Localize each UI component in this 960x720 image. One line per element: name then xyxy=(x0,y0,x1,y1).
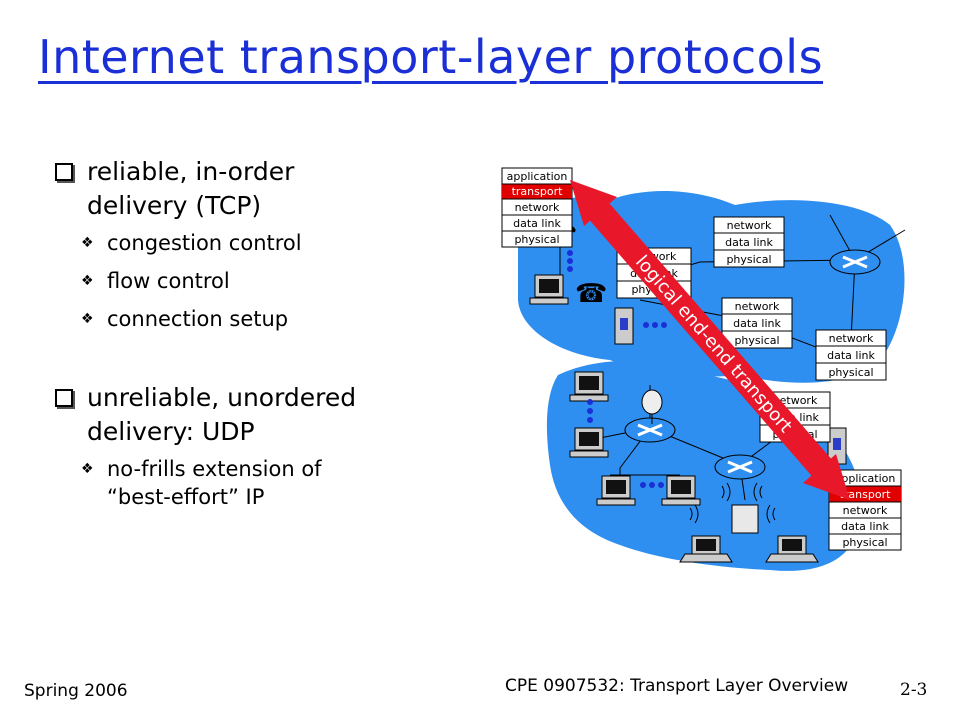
bullet-tcp: reliable, in-order delivery (TCP) xyxy=(55,155,455,223)
svg-text:physical: physical xyxy=(631,283,676,296)
svg-text:physical: physical xyxy=(828,366,873,379)
layer-network: network xyxy=(515,201,560,214)
computer-icon xyxy=(569,427,609,458)
svg-text:data link: data link xyxy=(725,236,773,249)
layer-transport: transport xyxy=(512,185,564,198)
sub-item: ❖flow control xyxy=(81,269,230,293)
svg-text:data link: data link xyxy=(733,317,781,330)
svg-text:network: network xyxy=(829,332,874,345)
bullet-udp-text: unreliable, unordered delivery: UDP xyxy=(87,383,357,446)
footer-page-number: 2-3 xyxy=(900,680,928,700)
logical-end-end-arrow: logical end-end transport xyxy=(570,180,850,500)
router-protocol-stack: network data link physical xyxy=(815,329,887,381)
router-protocol-stack: network data link physical xyxy=(616,247,692,299)
svg-text:network: network xyxy=(843,504,888,517)
satellite-dish-icon xyxy=(641,389,663,424)
svg-text:data link: data link xyxy=(827,349,875,362)
router-protocol-stack: network data link physical xyxy=(759,391,831,443)
svg-text:network: network xyxy=(632,250,677,263)
computer-icon xyxy=(569,371,609,402)
diamond-bullet-icon: ❖ xyxy=(81,461,94,477)
footer-date: Spring 2006 xyxy=(24,681,128,701)
server-icon xyxy=(827,427,847,465)
sub-item: ❖ no-frills extension of“best-effort” IP xyxy=(81,457,322,509)
network-cloud-lower xyxy=(546,360,861,571)
footer-course: CPE 0907532: Transport Layer Overview xyxy=(505,676,849,696)
svg-text:physical: physical xyxy=(772,428,817,441)
laptop-icon xyxy=(679,535,733,563)
svg-text:physical: physical xyxy=(842,536,887,549)
router-icon xyxy=(714,454,766,480)
svg-text:application: application xyxy=(835,472,896,485)
bullet-list: reliable, in-order delivery (TCP) ❖conge… xyxy=(55,155,455,521)
bullet-tcp-text: reliable, in-order delivery (TCP) xyxy=(87,157,295,220)
computer-icon xyxy=(661,475,701,506)
bullet-udp: unreliable, unordered delivery: UDP xyxy=(55,381,455,449)
udp-subitems: ❖ no-frills extension of“best-effort” IP xyxy=(55,455,455,511)
diamond-bullet-icon: ❖ xyxy=(81,311,94,327)
svg-text:data link: data link xyxy=(841,520,889,533)
computer-icon xyxy=(596,475,636,506)
telephone-icon: ☎ xyxy=(575,279,607,309)
router-protocol-stack: network data link physical xyxy=(713,216,785,268)
svg-text:physical: physical xyxy=(734,334,779,347)
base-station-icon xyxy=(731,504,759,534)
laptop-icon xyxy=(765,535,819,563)
layer-data-link: data link xyxy=(513,217,561,230)
diamond-bullet-icon: ❖ xyxy=(81,273,94,289)
svg-text:physical: physical xyxy=(726,253,771,266)
layer-application: application xyxy=(507,170,568,183)
network-cloud-upper xyxy=(518,190,905,383)
server-icon xyxy=(614,307,634,345)
diamond-bullet-icon: ❖ xyxy=(81,235,94,251)
svg-text:data link: data link xyxy=(630,267,678,280)
sub-item: ❖connection setup xyxy=(81,307,289,331)
router-icon xyxy=(829,249,881,275)
svg-text:transport: transport xyxy=(840,488,892,501)
router-protocol-stack: network data link physical xyxy=(721,297,793,349)
slide-title: Internet transport-layer protocols xyxy=(38,30,824,84)
arrow-label: logical end-end transport xyxy=(631,252,796,437)
host-protocol-stack-bottom: application transport network data link … xyxy=(828,469,902,551)
svg-text:network: network xyxy=(727,219,772,232)
svg-text:network: network xyxy=(735,300,780,313)
computer-icon xyxy=(529,274,569,305)
tcp-subitems: ❖congestion control ❖flow control ❖conne… xyxy=(55,229,455,333)
sub-item: ❖congestion control xyxy=(81,231,302,255)
checkbox-bullet-icon xyxy=(55,163,73,181)
wireless-waves-icon xyxy=(689,482,776,524)
router-icon xyxy=(624,417,676,443)
svg-text:data link: data link xyxy=(771,411,819,424)
svg-text:network: network xyxy=(773,394,818,407)
layer-physical: physical xyxy=(514,233,559,246)
host-protocol-stack-top: application transport network data link … xyxy=(501,167,573,248)
telephone-icon: ☎ xyxy=(545,220,577,250)
checkbox-bullet-icon xyxy=(55,389,73,407)
